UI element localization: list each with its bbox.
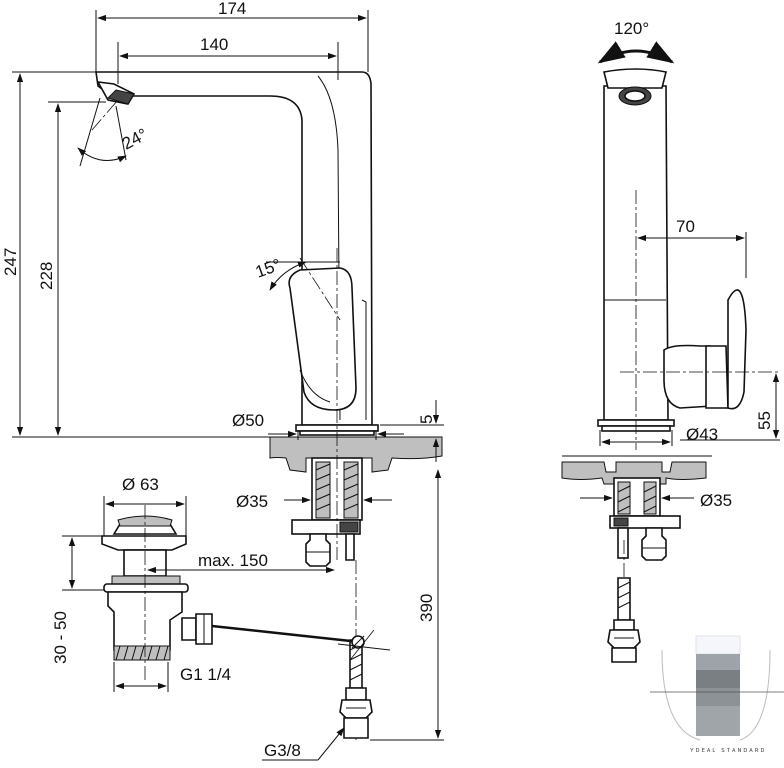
- dim-shank-diameter: Ø35: [236, 492, 268, 511]
- dim-base-thickness: 5: [417, 415, 436, 424]
- shank-front: [291, 457, 363, 567]
- dim-waste-diameter: Ø 63: [122, 475, 159, 494]
- dimension-labels: 174 140 120° 247 228 24° 15° Ø50 5 70 55…: [1, 0, 774, 760]
- dim-base-diameter: Ø50: [232, 411, 264, 430]
- dim-total-width: 174: [218, 0, 246, 18]
- dim-spout-swivel: 120°: [614, 19, 649, 38]
- dim-lever-height: 55: [755, 411, 774, 430]
- brand-logo: ʏᴅᴇᴀʟ ꜱᴛᴀɴᴅᴀʀᴅ: [650, 635, 784, 754]
- dim-side-shank-diameter: Ø35: [700, 491, 732, 510]
- countertop-side: [561, 455, 712, 485]
- dim-waste-thread: G1 1/4: [180, 665, 231, 684]
- dim-total-height: 247: [1, 248, 20, 276]
- dim-supply-thread: G3/8: [264, 741, 301, 760]
- dim-spout-height: 228: [37, 262, 56, 290]
- dim-waste-distance: max. 150: [198, 551, 268, 570]
- shank-side: [609, 477, 681, 561]
- supply-hose-side: [607, 540, 641, 663]
- side-faucet: [597, 68, 747, 432]
- dim-supply-length: 390: [417, 594, 436, 622]
- dim-side-base-diameter: Ø43: [686, 425, 718, 444]
- logo-text: ʏᴅᴇᴀʟ ꜱᴛᴀɴᴅᴀʀᴅ: [690, 747, 766, 754]
- dimension-lines: [12, 10, 780, 761]
- countertop-front: [12, 436, 443, 473]
- dim-side-lever-reach: 70: [676, 217, 695, 236]
- dim-spout-reach: 140: [200, 35, 228, 54]
- supply-hose-front: [339, 560, 373, 740]
- dim-waste-height-range: 30 - 50: [51, 611, 70, 664]
